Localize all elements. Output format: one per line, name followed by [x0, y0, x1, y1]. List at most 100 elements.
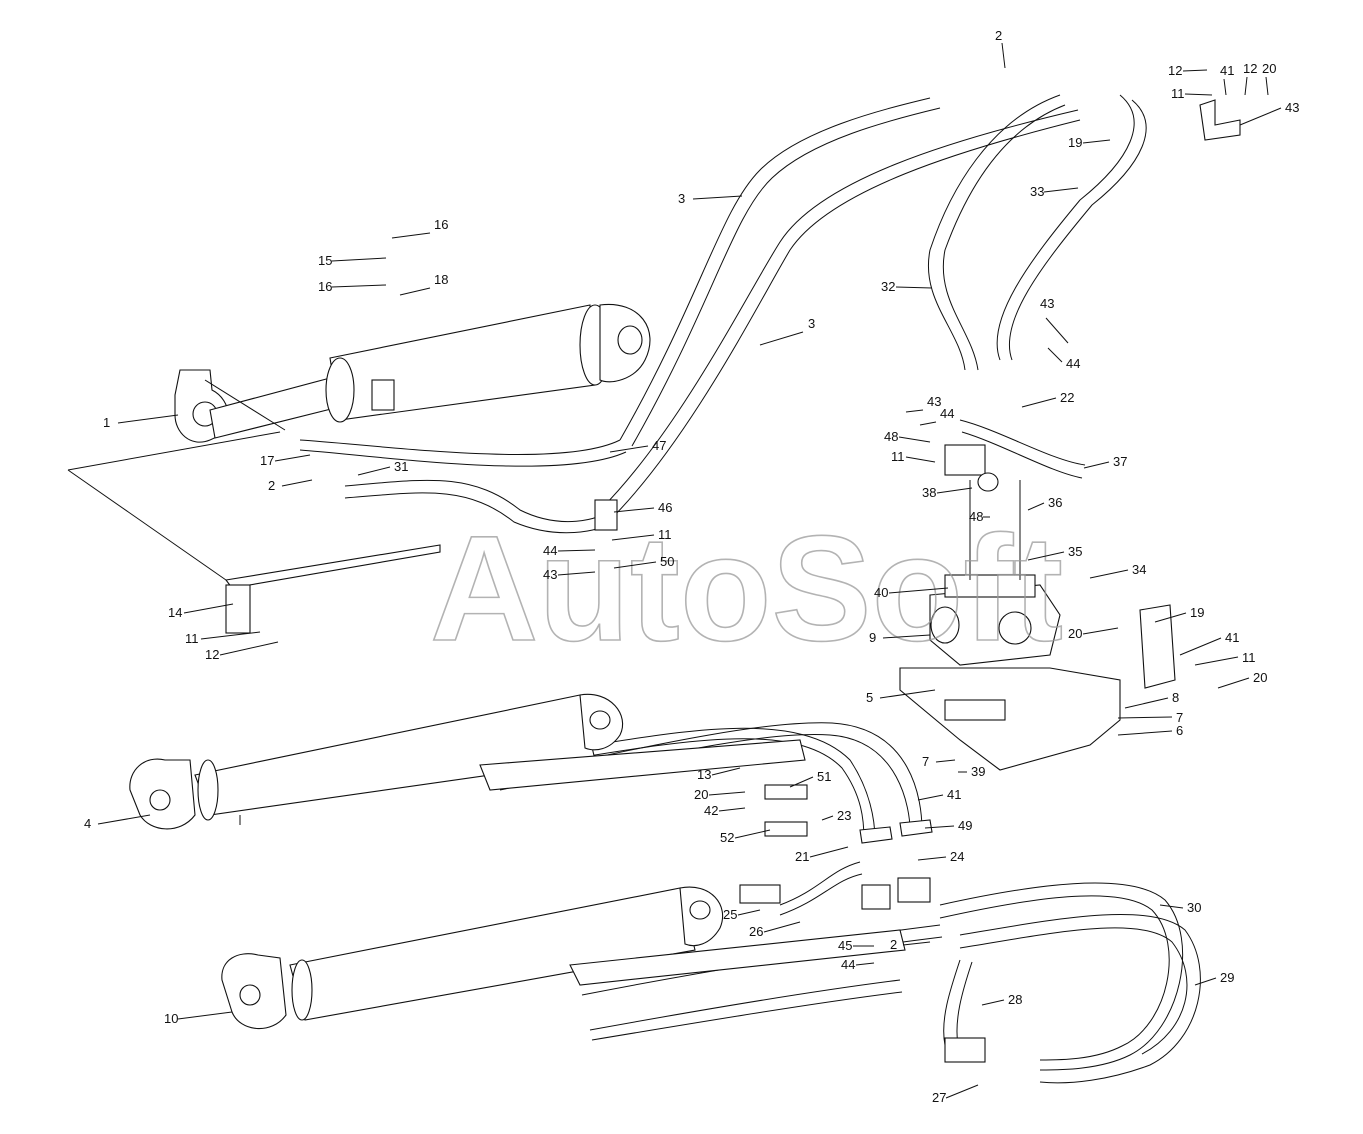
callout-16: 16	[391, 217, 448, 239]
leader-line	[1154, 612, 1187, 623]
callout-number: 45	[838, 938, 852, 953]
callout-number: 12	[1243, 61, 1257, 76]
callout-number: 7	[922, 754, 929, 769]
callout-12: 12	[1168, 63, 1208, 78]
leader-line	[97, 814, 151, 825]
callout-40: 40	[874, 585, 949, 600]
leader-line	[789, 776, 814, 788]
callout-number: 9	[869, 630, 876, 645]
callout-35: 35	[1027, 544, 1082, 561]
callout-31: 31	[357, 459, 408, 476]
cylinder-4	[129, 693, 806, 830]
leader-line	[1182, 69, 1208, 72]
callout-number: 20	[1262, 61, 1276, 76]
callout-number: 44	[1066, 356, 1080, 371]
distribution-blocks	[594, 499, 986, 1063]
callout-number: 31	[394, 459, 408, 474]
callout-2: 2	[890, 937, 931, 952]
leader-line	[718, 807, 746, 812]
callout-number: 15	[318, 253, 332, 268]
leader-line	[1159, 904, 1184, 909]
callout-number: 14	[168, 605, 182, 620]
leader-line	[331, 257, 387, 262]
callout-42: 42	[704, 803, 746, 818]
callout-43: 43	[1040, 296, 1069, 344]
leader-line	[557, 549, 596, 552]
callout-number: 44	[841, 957, 855, 972]
callout-11: 11	[891, 449, 936, 464]
leader-line	[759, 331, 804, 346]
callout-number: 11	[1171, 86, 1185, 101]
leader-line	[183, 603, 234, 614]
leader-line	[763, 921, 801, 933]
callout-1: 1	[103, 414, 179, 430]
callout-14: 14	[168, 603, 234, 620]
callout-number: 27	[932, 1090, 946, 1105]
leader-line	[895, 286, 933, 289]
leader-line	[945, 1084, 979, 1099]
callout-43: 43	[1239, 100, 1299, 126]
callout-number: 17	[260, 453, 274, 468]
leader-line	[200, 631, 261, 640]
callout-24: 24	[917, 849, 964, 864]
leader-line	[1001, 42, 1006, 69]
callout-number: 26	[749, 924, 763, 939]
callout-number: 49	[958, 818, 972, 833]
leader-line	[1043, 187, 1079, 193]
callout-44: 44	[841, 957, 875, 972]
leader-line	[809, 846, 849, 858]
callout-number: 43	[927, 394, 941, 409]
callout-2: 2	[995, 28, 1006, 69]
leader-line	[1217, 677, 1250, 689]
leader-line	[1184, 93, 1213, 96]
leader-line	[919, 421, 937, 426]
callout-number: 50	[660, 554, 674, 569]
leader-line	[711, 767, 741, 776]
leader-line	[1089, 569, 1129, 579]
callout-number: 7	[1176, 710, 1183, 725]
callout-9: 9	[869, 630, 931, 645]
leader-line	[905, 456, 936, 463]
mount-plate-5	[899, 667, 1121, 771]
callout-number: 25	[723, 907, 737, 922]
callout-number: 51	[817, 769, 831, 784]
bracket-18	[1139, 604, 1176, 689]
control-valve-9	[929, 444, 1061, 666]
callout-number: 20	[694, 787, 708, 802]
callout-3: 3	[678, 191, 743, 206]
bracket-13	[67, 431, 441, 634]
callout-number: 30	[1187, 900, 1201, 915]
leader-line	[357, 466, 391, 476]
callout-19: 19	[1154, 605, 1204, 623]
leader-line	[821, 815, 834, 821]
callout-48: 48	[884, 429, 931, 444]
callout-number: 2	[268, 478, 275, 493]
callout-number: 18	[434, 272, 448, 287]
callout-44: 44	[1047, 347, 1080, 371]
leader-line	[917, 794, 944, 801]
callout-11: 11	[185, 631, 261, 646]
leader-line	[737, 909, 761, 916]
callout-number: 8	[1172, 690, 1179, 705]
callout-39: 39	[958, 764, 985, 779]
callout-18: 18	[399, 272, 448, 296]
callout-number: 40	[874, 585, 888, 600]
callout-46: 46	[613, 500, 672, 515]
callout-number: 5	[866, 690, 873, 705]
callout-22: 22	[1021, 390, 1074, 408]
callout-number: 41	[1225, 630, 1239, 645]
callout-number: 12	[1168, 63, 1182, 78]
callout-33: 33	[1030, 184, 1079, 199]
callout-3: 3	[759, 316, 815, 346]
callout-number: 2	[995, 28, 1002, 43]
leader-line	[734, 829, 771, 839]
leader-line	[936, 487, 973, 494]
callout-12: 12	[205, 641, 279, 662]
callout-number: 13	[697, 767, 711, 782]
callout-13: 13	[697, 767, 741, 782]
callout-number: 32	[881, 279, 895, 294]
callout-32: 32	[881, 279, 933, 294]
callout-41: 41	[1220, 63, 1234, 96]
leader-line	[981, 999, 1005, 1006]
callout-number: 35	[1068, 544, 1082, 559]
